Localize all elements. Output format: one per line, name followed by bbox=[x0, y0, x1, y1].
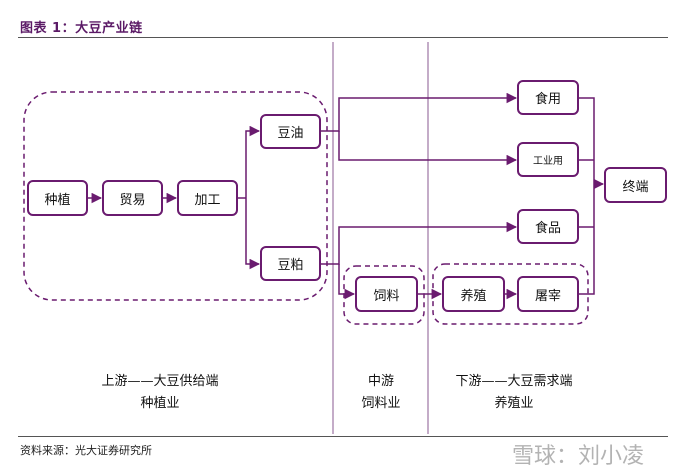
edge-oil-edible bbox=[321, 92, 518, 132]
caption-downstream-line1: 下游——大豆需求端 bbox=[455, 374, 573, 389]
node-meal: 豆粕 bbox=[260, 246, 321, 281]
node-breed: 养殖 bbox=[442, 276, 505, 312]
group-feed bbox=[343, 265, 425, 325]
edge-to-oil bbox=[245, 125, 261, 198]
node-trade: 贸易 bbox=[102, 180, 163, 216]
caption-upstream-line2: 种植业 bbox=[140, 396, 180, 411]
caption-midstream: 中游 饲料业 bbox=[338, 371, 424, 415]
node-terminal: 终端 bbox=[604, 167, 667, 203]
caption-upstream: 上游——大豆供给端 种植业 bbox=[60, 371, 260, 415]
node-feed: 饲料 bbox=[355, 276, 418, 312]
edge-oil-industrial bbox=[338, 131, 518, 166]
caption-midstream-line1: 中游 bbox=[367, 374, 394, 389]
top-rule bbox=[18, 37, 668, 38]
edge-edible-merge bbox=[579, 97, 595, 184]
caption-midstream-line2: 饲料业 bbox=[361, 396, 401, 411]
edge-meal-feed bbox=[338, 264, 356, 300]
caption-downstream: 下游——大豆需求端 养殖业 bbox=[430, 371, 598, 415]
node-slaughter: 屠宰 bbox=[517, 276, 579, 312]
node-plant: 种植 bbox=[27, 180, 88, 216]
node-oil: 豆油 bbox=[260, 114, 321, 149]
edge-slaughter-merge bbox=[579, 184, 595, 295]
figure-title: 图表 1：大豆产业链 bbox=[20, 21, 143, 36]
caption-upstream-line1: 上游——大豆供给端 bbox=[101, 374, 219, 389]
node-process: 加工 bbox=[177, 180, 238, 216]
node-edible: 食用 bbox=[517, 80, 579, 115]
bottom-rule bbox=[18, 436, 668, 437]
node-food: 食品 bbox=[517, 209, 579, 244]
caption-downstream-line2: 养殖业 bbox=[494, 396, 534, 411]
node-industrial: 工业用 bbox=[517, 142, 579, 177]
watermark: 雪球：刘小凌 bbox=[512, 444, 645, 469]
edge-to-meal bbox=[245, 198, 261, 270]
source-note: 资料来源：光大证券研究所 bbox=[20, 444, 152, 457]
edge-meal-food bbox=[321, 221, 518, 265]
